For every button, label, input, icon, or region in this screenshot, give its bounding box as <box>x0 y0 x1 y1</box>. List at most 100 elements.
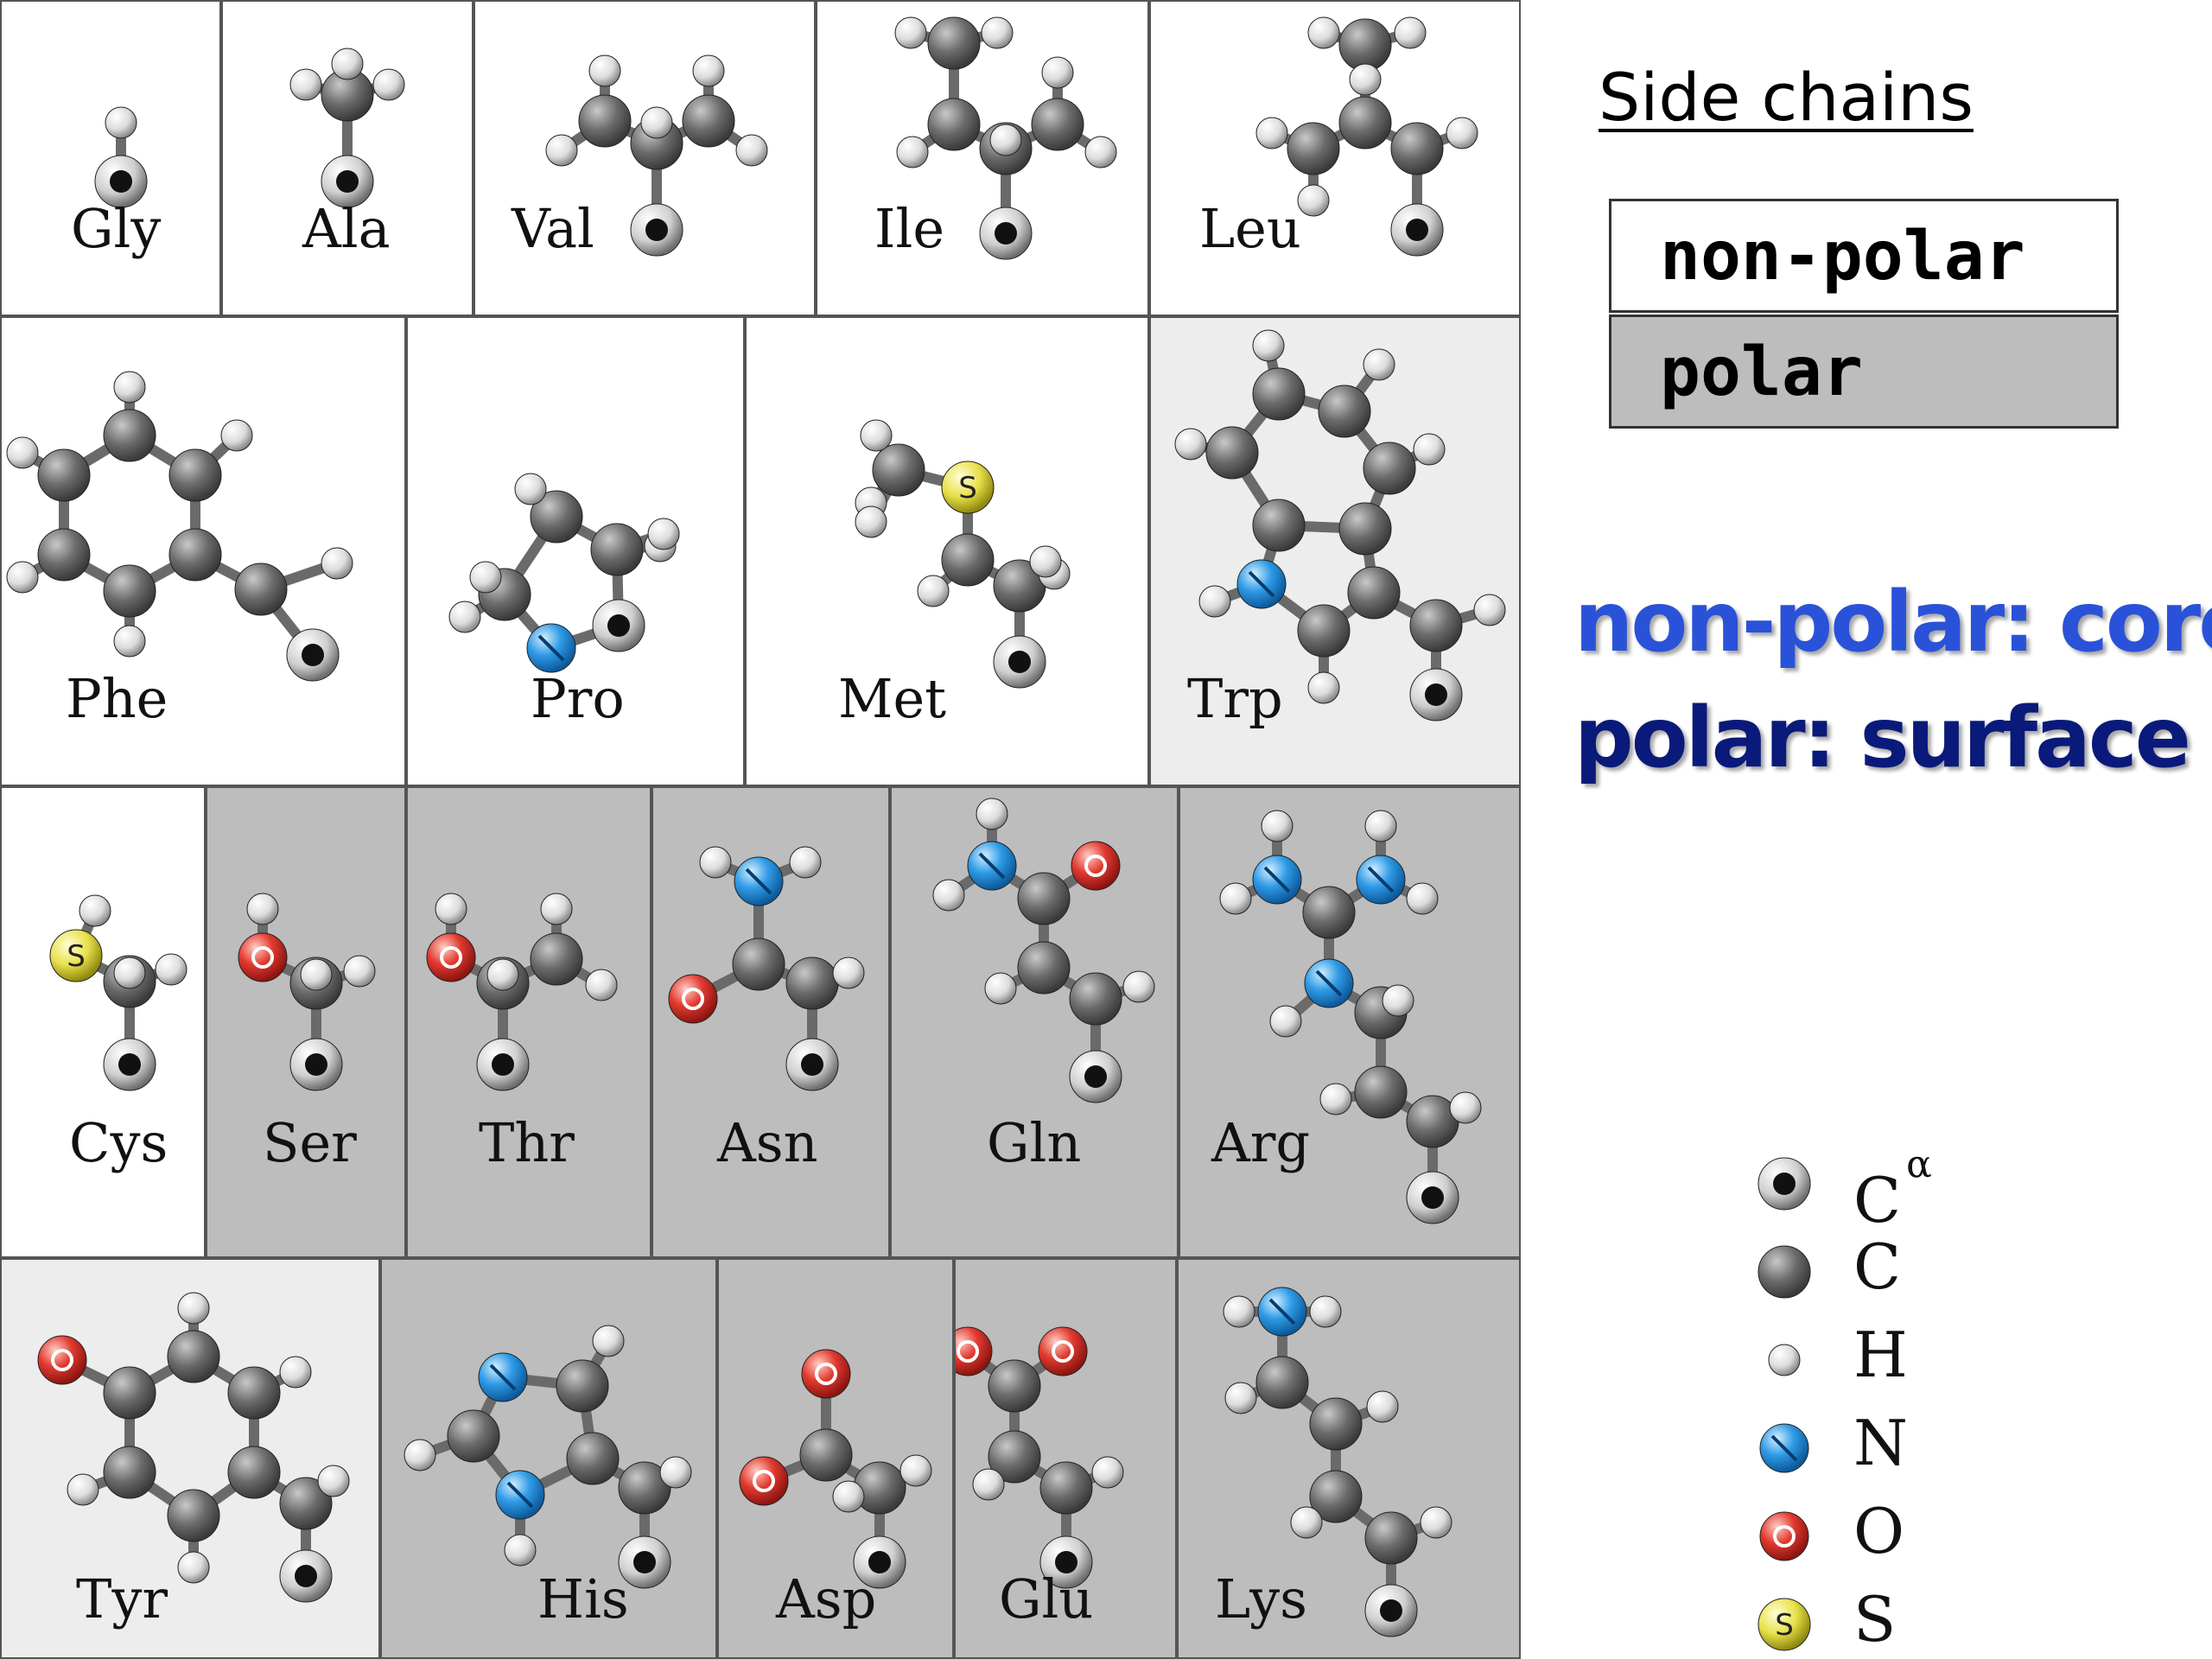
legend-atom-label-o: O <box>1853 1495 1905 1567</box>
atom-c <box>279 1477 333 1530</box>
atom-ca <box>1406 1171 1459 1224</box>
atom-n <box>1304 958 1354 1008</box>
atom-c <box>103 1366 156 1420</box>
atom-c <box>168 448 222 502</box>
amino-acid-label: Arg <box>1211 1111 1311 1174</box>
molecule-glu <box>956 1326 1124 1589</box>
atom-h <box>321 547 353 580</box>
atom-h <box>1091 1456 1124 1489</box>
molecule-gly <box>94 106 148 208</box>
atom-c <box>927 98 981 151</box>
atom-h <box>67 1473 99 1506</box>
atom-h <box>1223 1295 1255 1328</box>
molecule-gln <box>932 798 1155 1103</box>
amino-acid-cell-lys: Lys <box>1177 1258 1521 1659</box>
atom-h <box>1122 970 1155 1003</box>
atom-h <box>1420 1506 1452 1539</box>
page-title: Side chains <box>1599 59 1974 136</box>
amino-acid-label: Val <box>512 197 594 260</box>
atom-ca <box>289 1038 343 1091</box>
atom-h <box>976 798 1008 830</box>
amino-acid-cell-gly: Gly <box>0 0 221 316</box>
atom-h <box>588 54 621 87</box>
atom-o <box>426 932 476 982</box>
atom-ca <box>618 1535 671 1589</box>
atom-h <box>1449 1091 1482 1124</box>
atom-h <box>1413 433 1446 466</box>
atom-h <box>1198 585 1231 618</box>
atom-h <box>177 1551 210 1584</box>
atom-ca <box>279 1549 333 1603</box>
atom-h <box>981 16 1014 49</box>
atom-c <box>1390 122 1444 175</box>
atom-h <box>1382 984 1414 1017</box>
atom-h <box>514 473 547 505</box>
atom-h <box>79 894 111 927</box>
atom-ca <box>979 207 1033 260</box>
atom-ca <box>286 628 340 682</box>
atom-ca <box>1364 1584 1418 1637</box>
molecule-asn <box>668 846 865 1091</box>
legend-atom-h-icon <box>1768 1344 1801 1376</box>
amino-acid-label: Pro <box>531 667 625 730</box>
atom-legend: S <box>1758 1157 1811 1651</box>
atom-h <box>1363 348 1395 381</box>
atom-h <box>1269 1005 1302 1038</box>
atom-h <box>832 957 865 989</box>
atom-c <box>530 932 583 986</box>
atom-h <box>896 136 929 168</box>
legend-atom-label-h: H <box>1853 1319 1908 1391</box>
atom-c <box>1017 941 1071 995</box>
amino-acid-cell-thr: Thr <box>406 786 652 1258</box>
atom-c <box>941 533 995 587</box>
atom-c <box>227 1446 281 1499</box>
atom-c <box>1309 1397 1363 1451</box>
atom-h <box>1174 428 1207 461</box>
atom-c <box>618 1461 671 1515</box>
atom-h <box>699 846 732 879</box>
atom-c <box>1364 1511 1418 1565</box>
atom-c <box>168 528 222 582</box>
amino-acid-label: Phe <box>66 667 168 730</box>
atom-c <box>1363 442 1416 495</box>
atom-n <box>1257 1287 1307 1337</box>
amino-acid-cell-ile: Ile <box>816 0 1149 316</box>
legend-atom-label-s: S <box>1853 1583 1897 1656</box>
atom-ca <box>1039 1535 1093 1589</box>
amino-acid-cell-asp: Asp <box>717 1258 954 1659</box>
atom-c <box>590 523 644 576</box>
atom-ca <box>321 155 374 208</box>
legend-atom-n-icon <box>1759 1423 1809 1473</box>
atom-c <box>103 1446 156 1499</box>
atom-c <box>447 1409 500 1463</box>
atom-h <box>105 106 137 139</box>
amino-acid-label: Tyr <box>76 1567 168 1630</box>
atom-h <box>984 972 1017 1005</box>
atom-h <box>1446 117 1478 149</box>
atom-c <box>578 94 632 148</box>
molecule-pro <box>448 473 680 673</box>
legend-atom-label-n: N <box>1853 1407 1908 1479</box>
atom-h <box>1252 329 1285 362</box>
molecule-thr <box>426 893 618 1091</box>
amino-acid-label: Trp <box>1187 667 1283 730</box>
atom-c <box>1338 502 1392 556</box>
atom-h <box>1406 882 1439 915</box>
atom-h <box>372 68 405 101</box>
atom-c <box>1354 1065 1408 1119</box>
atom-h <box>832 1480 865 1513</box>
atom-c <box>1318 385 1371 438</box>
atom-c <box>167 1489 220 1542</box>
atom-c <box>988 1430 1041 1484</box>
atom-h <box>1255 117 1288 149</box>
atom-c <box>785 957 839 1010</box>
atom-c <box>1338 18 1392 72</box>
atom-h <box>246 893 279 925</box>
atom-h <box>469 561 502 594</box>
atom-n <box>1252 855 1302 905</box>
atom-h <box>113 371 146 404</box>
atom-h <box>1041 56 1074 89</box>
atom-n <box>526 623 576 673</box>
atom-h <box>289 68 322 101</box>
molecule-phe <box>6 371 353 682</box>
